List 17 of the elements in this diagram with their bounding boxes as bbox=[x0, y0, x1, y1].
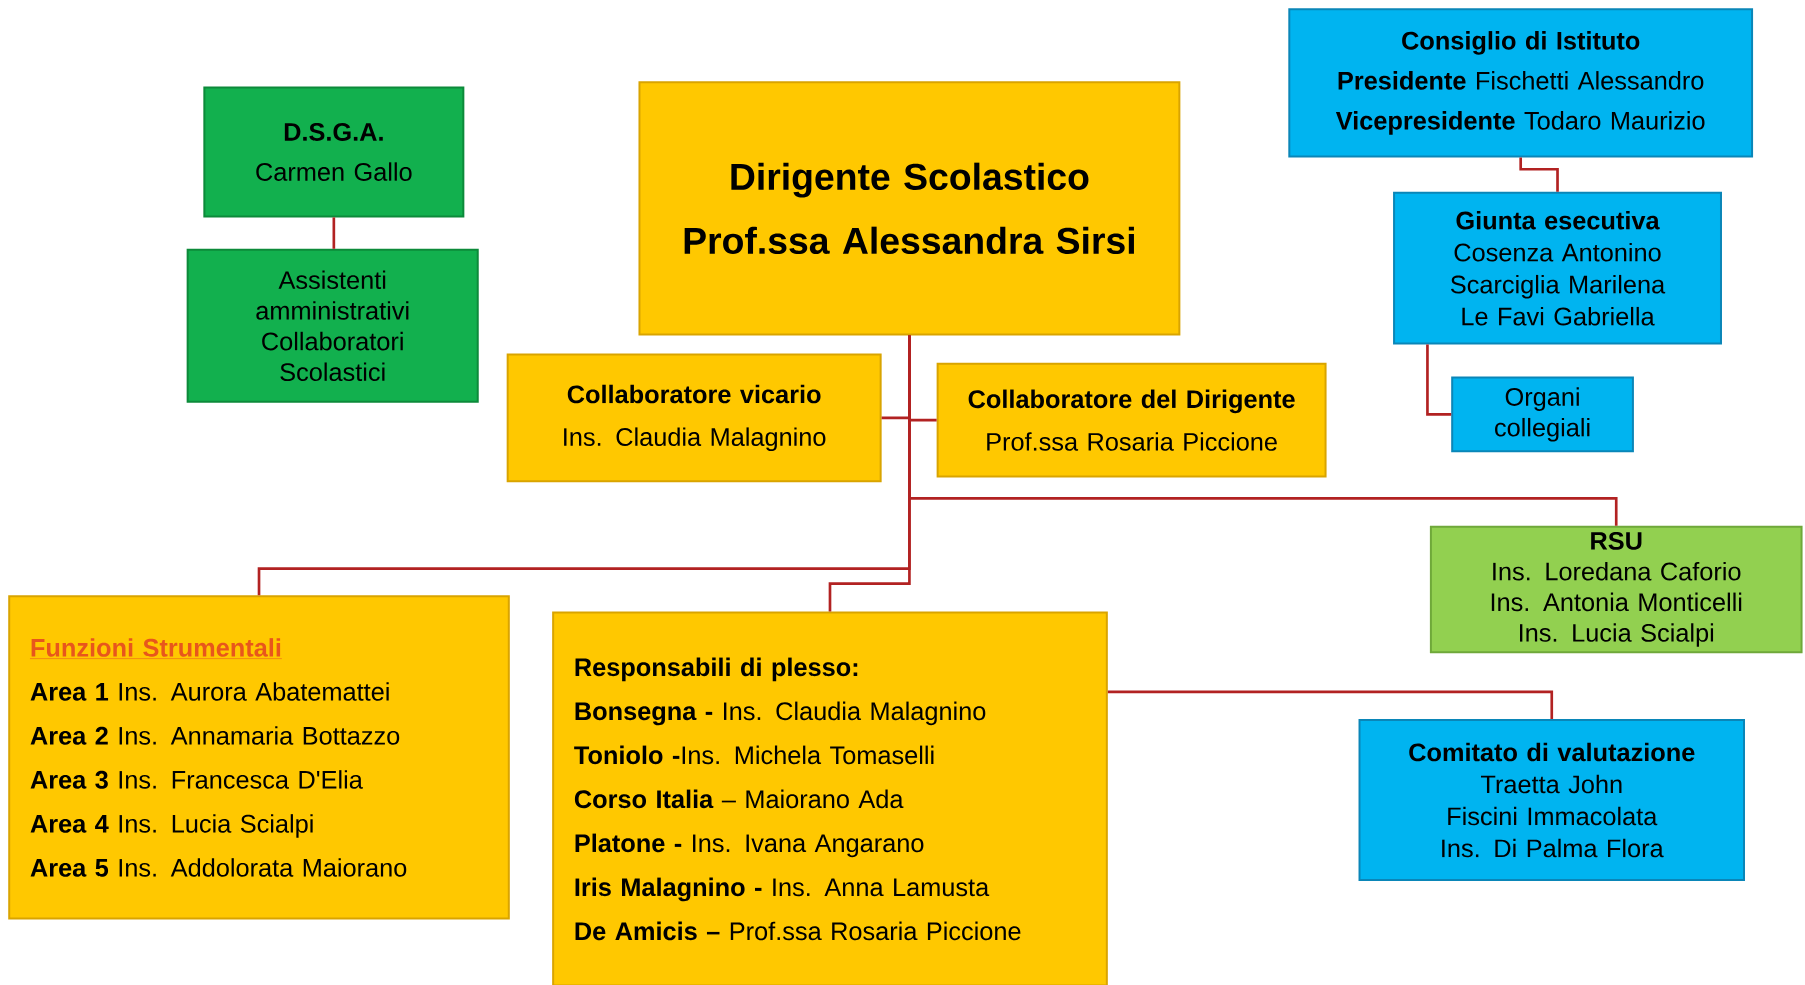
org-chart-box: Assistenti amministrativi Collaboratori Scolastici bbox=[186, 248, 479, 403]
org-chart-box: Collaboratore del Dirigente Prof.ssa Rosaria Piccione bbox=[936, 362, 1327, 478]
org-chart-box: Consiglio di Istituto Presidente Fischetti Alessandro Vicepresidente Todaro Maurizio bbox=[1288, 8, 1754, 158]
connector-line bbox=[332, 217, 336, 249]
org-chart-box: Organi collegiali bbox=[1451, 376, 1634, 453]
org-chart-box: RSU Ins. Loredana Caforio Ins. Antonia Monticelli Ins. Lucia Scialpi bbox=[1429, 525, 1803, 653]
org-chart-box: Giunta esecutiva Cosenza Antonino Scarciglia Marilena Le Favi Gabriella bbox=[1393, 191, 1722, 345]
org-chart-box: D.S.G.A. Carmen Gallo bbox=[203, 86, 465, 218]
org-chart-box: Comitato di valutazione Traetta John Fiscini Immacolata Ins. Di Palma Flora bbox=[1358, 718, 1745, 881]
org-chart-box: Funzioni Strumentali Area 1 Ins. Aurora Abatemattei Area 2 Ins. Annamaria Bottazzo Area 3 Ins. Francesca D'Elia Area 4 Ins. Lucia Scialpi Area 5 Ins. Addolorata Maiorano bbox=[8, 595, 510, 920]
connector-line bbox=[1519, 157, 1559, 192]
org-chart-box: Collaboratore vicario Ins. Claudia Malagnino bbox=[506, 353, 882, 482]
connector-line bbox=[1426, 344, 1452, 416]
connector-line bbox=[1107, 690, 1554, 719]
org-chart-box: Responsabili di plesso: Bonsegna - Ins. Claudia Malagnino Toniolo -Ins. Michela Tomaselli Corso Italia – Maiorano Ada Platone - Ins. Ivana Angarano Iris Malagnino - Ins. Anna Lamusta De Amicis – Prof.ssa Rosaria Piccione bbox=[552, 611, 1108, 985]
org-chart-box: Dirigente Scolastico Prof.ssa Alessandra Sirsi bbox=[638, 81, 1181, 336]
connector-line bbox=[828, 335, 911, 612]
